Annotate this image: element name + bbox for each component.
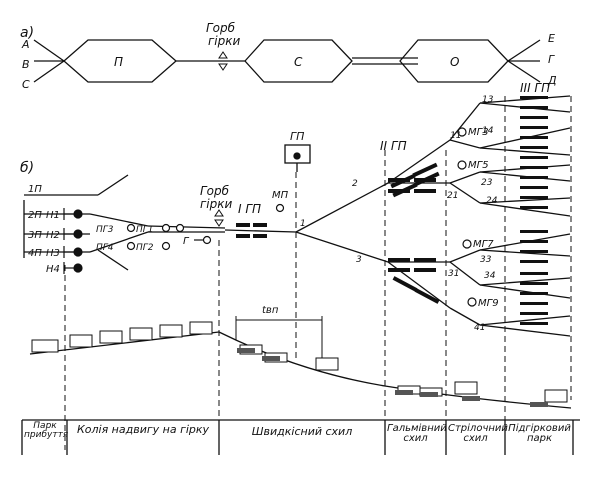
mp-label: МП <box>272 190 289 201</box>
retarder-mg9: МГ9 <box>478 298 499 309</box>
track-label-d: Д <box>547 74 557 87</box>
part-a-marker: а) <box>20 25 34 41</box>
signal-g: Г <box>183 236 190 247</box>
switch-2: 2 <box>352 179 358 189</box>
track-label-c: С <box>22 78 30 91</box>
retarder-1-label: І ГП <box>238 202 261 216</box>
section-yard-park: Підгірковий парк <box>508 423 571 444</box>
switch-3: 3 <box>356 255 362 265</box>
park-o: О <box>450 55 459 69</box>
hump-marker-b-down <box>214 219 224 227</box>
section-table <box>21 419 580 455</box>
hump-a-label-1: Горб <box>206 21 236 35</box>
hump-marker-a-up <box>218 51 228 59</box>
arrival-track-1: 1П <box>28 184 42 195</box>
switch-14: 14 <box>482 126 494 136</box>
retarder-3-label: ІІІ ГП <box>520 81 550 95</box>
park-s: С <box>294 55 303 69</box>
hump-marker-a-down <box>218 63 228 71</box>
section-push-track: Колія надвигу на гірку <box>76 423 210 436</box>
switch-1: 1 <box>300 219 306 229</box>
retarder-bars <box>236 96 548 325</box>
track-label-a: А <box>21 38 30 51</box>
signal-pg1: ПГ1 <box>136 225 154 235</box>
arrival-track-2: 2П <box>28 210 42 221</box>
switch-13: 13 <box>482 95 494 105</box>
switch-21: 21 <box>447 191 458 201</box>
track-label-e: Е <box>548 32 555 45</box>
switch-11: 11 <box>450 131 461 141</box>
gp-post <box>284 144 311 172</box>
part-b-marker: б) <box>20 160 34 176</box>
section-arrival-park: Парк прибуття <box>24 421 69 440</box>
retarder-mg5: МГ5 <box>468 160 489 171</box>
hump-profile <box>29 316 572 409</box>
signal-n3: Н3 <box>46 248 60 259</box>
arrival-track-3: 3П <box>28 230 42 241</box>
section-switch-slope: Стрілочний схил <box>448 423 508 444</box>
retarder-2-label: ІІ ГП <box>380 139 407 153</box>
switch-33: 33 <box>480 255 492 265</box>
hump-a-label-2: гірки <box>208 34 241 48</box>
signal-n4: Н4 <box>46 264 60 275</box>
park-s-shape <box>244 39 353 83</box>
signal-n2: Н2 <box>46 230 60 241</box>
time-label: tвп <box>262 305 279 316</box>
gp-label: ГП <box>290 130 304 143</box>
track-label-g: Г <box>548 53 555 66</box>
arrival-signals <box>38 127 477 349</box>
retarder-mg7: МГ7 <box>473 239 494 250</box>
arrival-park <box>23 174 297 271</box>
wagons <box>31 321 568 403</box>
profile-retarders <box>237 348 548 407</box>
track-label-b: В <box>22 58 30 71</box>
hump-marker-b-up <box>214 209 224 217</box>
park-p: П <box>114 55 123 69</box>
signal-pg2: ПГ2 <box>136 243 154 253</box>
switch-41: 41 <box>474 323 485 333</box>
hump-b-label-1: Горб <box>200 184 230 198</box>
section-brake-slope: Гальмівний схил <box>387 423 447 444</box>
arrival-track-4: 4П <box>28 248 42 259</box>
section-dividers <box>64 96 572 450</box>
switch-34: 34 <box>484 271 496 281</box>
section-fast-slope: Швидкісний схил <box>251 425 353 438</box>
signal-pg4: ПГ4 <box>96 243 114 253</box>
hump-b-label-2: гірки <box>200 197 233 211</box>
signal-n1: Н1 <box>46 210 60 221</box>
schematic-a <box>33 39 541 83</box>
signal-pg3: ПГ3 <box>96 225 114 235</box>
switch-23: 23 <box>481 178 493 188</box>
switch-24: 24 <box>486 196 498 206</box>
retarder-mg3: МГ3 <box>468 127 489 138</box>
switch-31: 31 <box>448 269 459 279</box>
